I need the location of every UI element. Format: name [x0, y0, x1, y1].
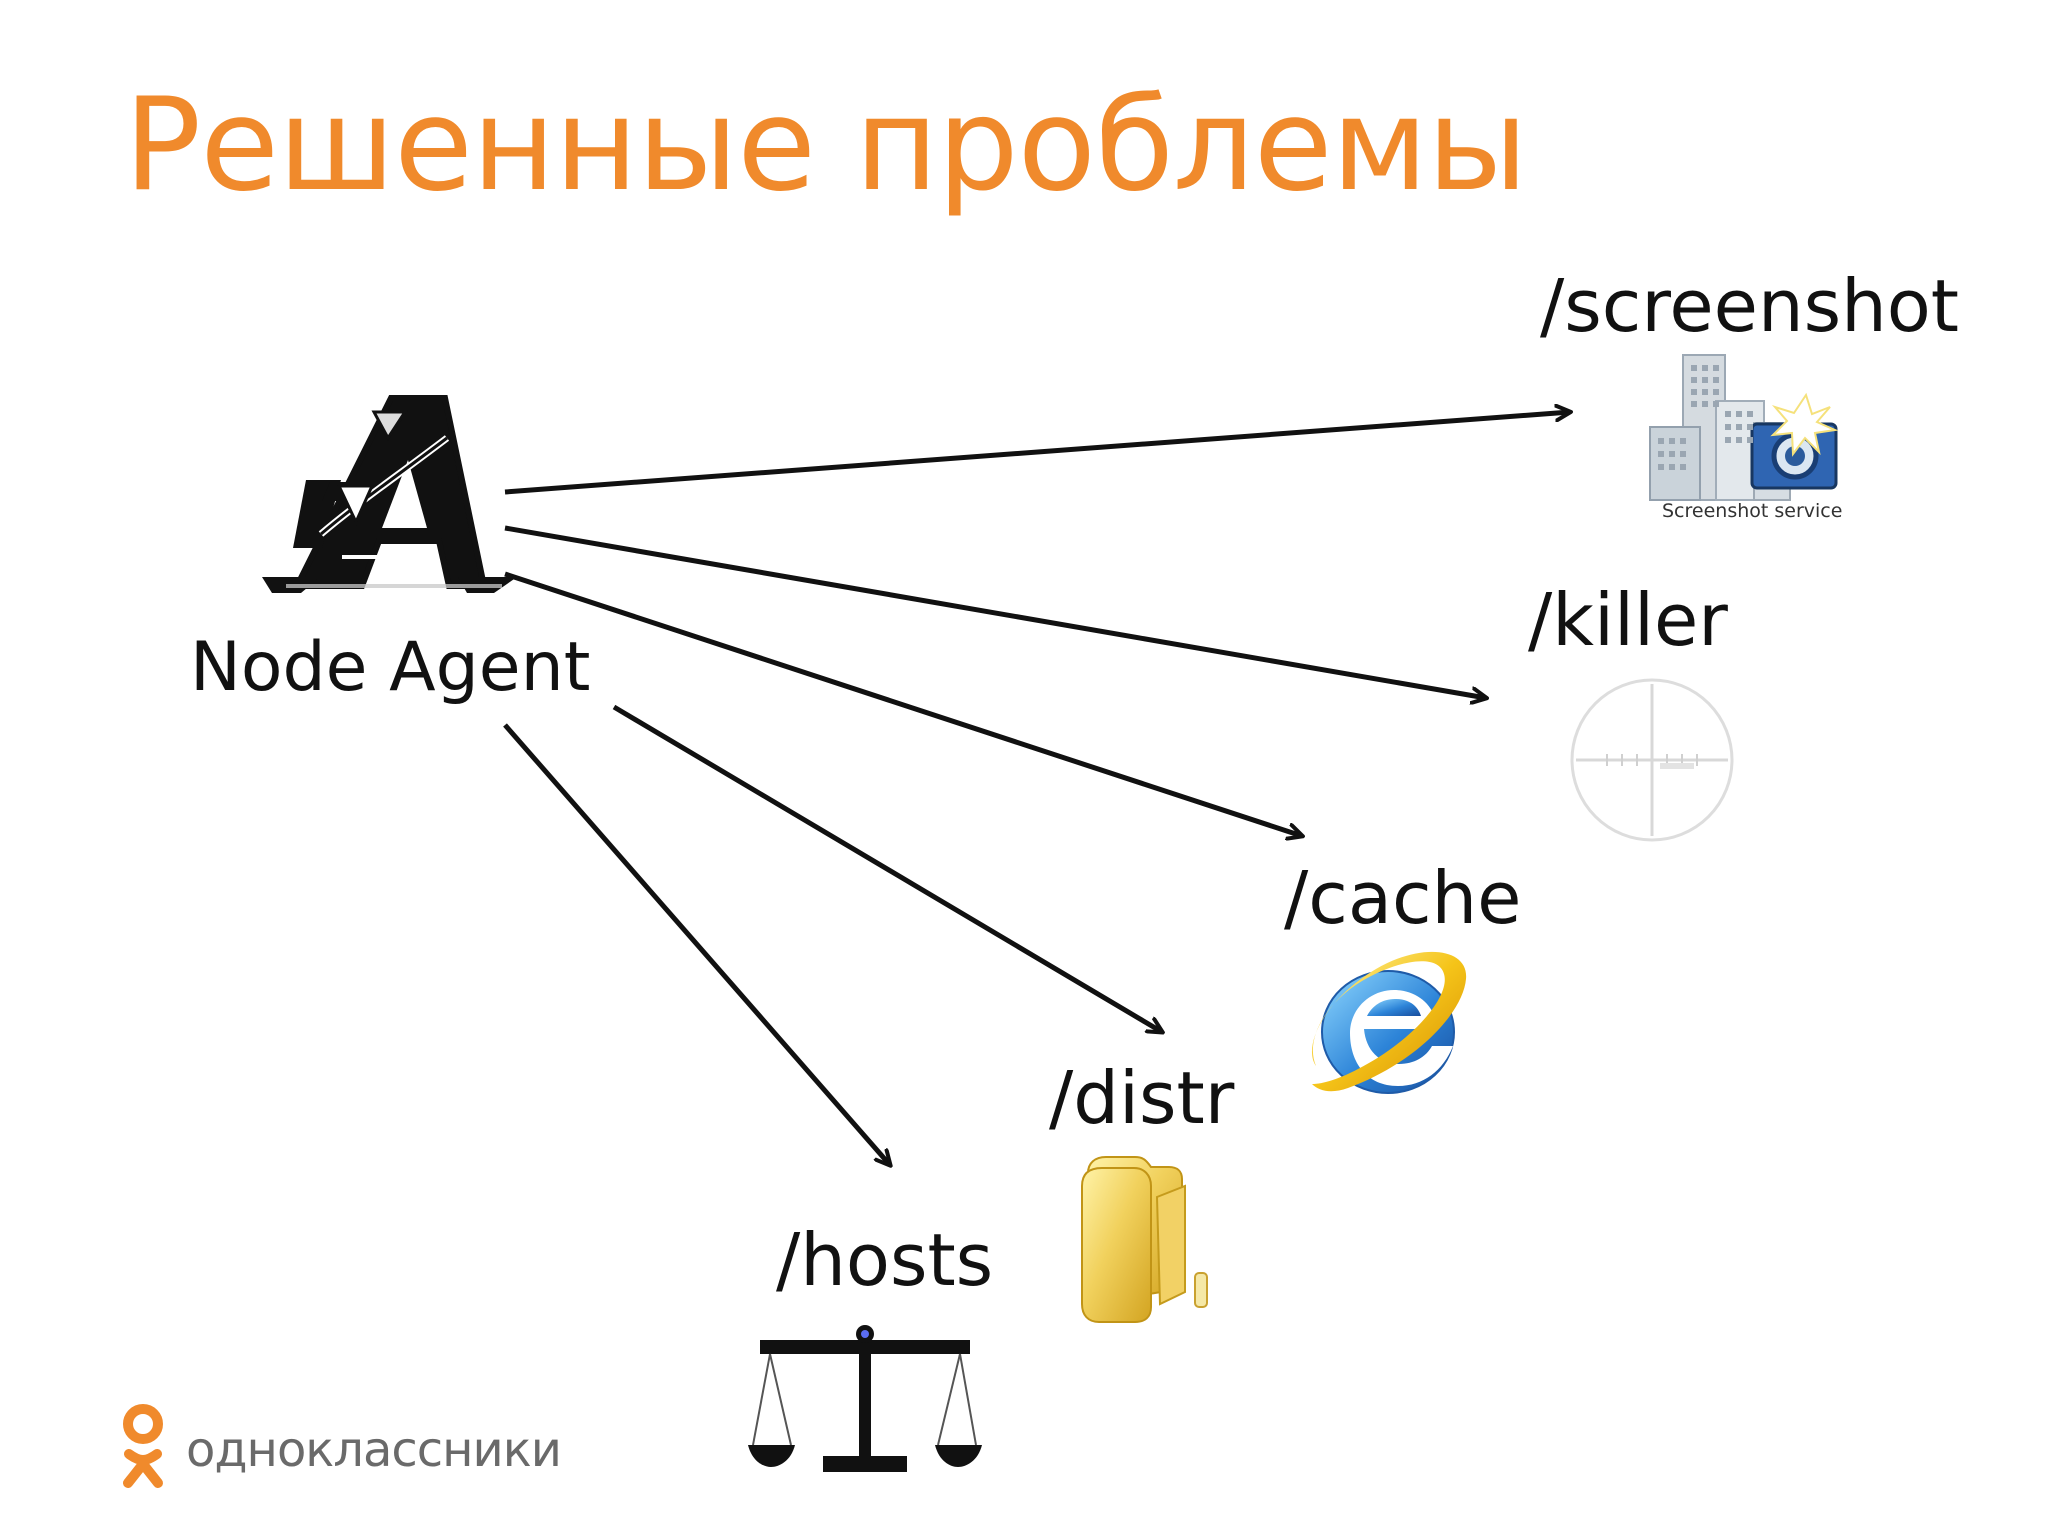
arrow-hosts: [503, 723, 890, 1165]
internet-explorer-icon: [1311, 951, 1467, 1094]
endpoint-distr-label: /distr: [1049, 1056, 1235, 1140]
arrows-group: [503, 412, 1570, 1165]
page-title: Решенные проблемы: [124, 71, 1528, 220]
node-agent-logo-icon: [262, 395, 517, 593]
endpoint-hosts-label: /hosts: [776, 1218, 994, 1302]
footer-logo: одноклассники: [116, 1404, 562, 1494]
screenshot-service-icon: [1649, 354, 1839, 501]
crosshair-icon: [1570, 678, 1734, 842]
arrow-screenshot: [504, 412, 1570, 495]
arrow-killer: [504, 525, 1486, 698]
screenshot-service-caption: Screenshot service: [1662, 500, 1843, 522]
folder-icon: [1081, 1156, 1208, 1323]
arrow-cache: [504, 571, 1302, 836]
endpoint-killer-label: /killer: [1528, 578, 1728, 662]
footer-logo-text: одноклассники: [186, 1422, 562, 1478]
scales-icon: [748, 1325, 982, 1472]
node-agent-label: Node Agent: [190, 628, 591, 707]
endpoint-screenshot-label: /screenshot: [1540, 264, 1960, 348]
endpoint-cache-label: /cache: [1284, 856, 1522, 940]
arrow-distr: [612, 704, 1162, 1032]
